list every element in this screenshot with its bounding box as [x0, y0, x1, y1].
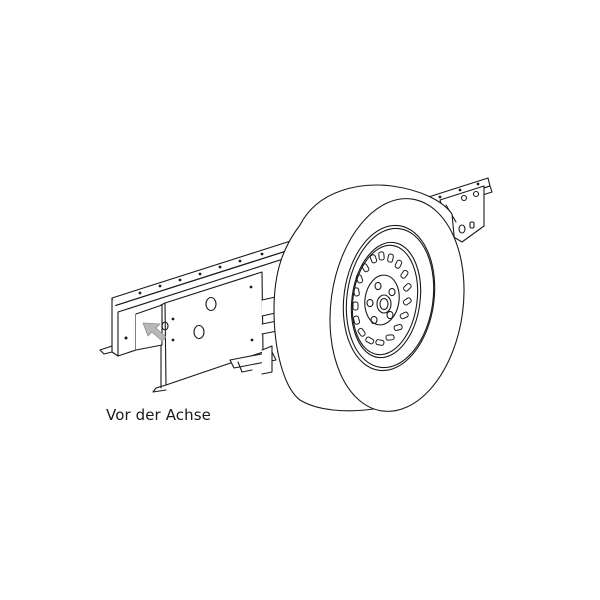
figure-caption: Vor der Achse [106, 406, 211, 424]
hub [364, 274, 400, 326]
mounting-plate [152, 271, 264, 393]
steel-rim [342, 224, 436, 372]
direction-arrow [142, 322, 167, 342]
lug-holes [366, 281, 396, 325]
rim-vent-slots [352, 251, 412, 346]
spare-tire [273, 184, 465, 412]
